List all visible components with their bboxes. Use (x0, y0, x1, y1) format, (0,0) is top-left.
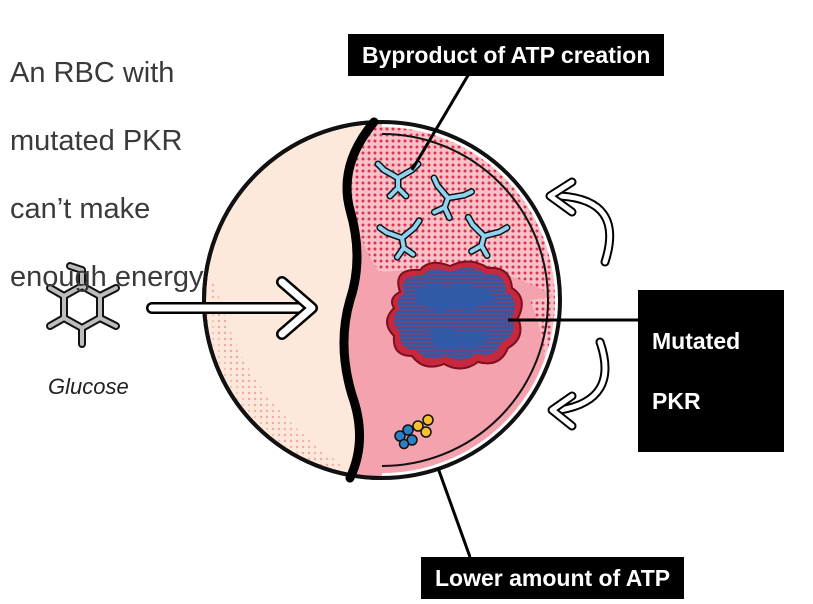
atp-molecule (394, 414, 434, 450)
mutated-pkr-label: Mutated PKR (638, 290, 784, 452)
caption-line-2: mutated PKR (10, 125, 183, 157)
glucose-arrow (146, 276, 318, 340)
lower-atp-label: Lower amount of ATP (421, 557, 685, 599)
leader-lines (410, 71, 638, 558)
glucose-molecule-icon (46, 262, 120, 348)
diagram-caption: An RBC with mutated PKR can’t make enoug… (10, 22, 204, 328)
mutated-pkr-label-line-1: Mutated (652, 328, 741, 354)
mutated-pkr-blob (386, 260, 523, 370)
rotation-arrow-bottom (547, 337, 610, 431)
glucose-label: Glucose (48, 374, 129, 399)
byproduct-label: Byproduct of ATP creation (348, 34, 665, 76)
rbc-cell (202, 117, 565, 483)
caption-line-4: enough energy (10, 261, 204, 293)
caption-line-1: An RBC with (10, 57, 175, 89)
mutated-pkr-label-line-2: PKR (652, 388, 701, 414)
membrane-cut (339, 117, 379, 483)
rotation-arrow-top (545, 177, 615, 267)
caption-line-3: can’t make (10, 193, 151, 225)
byproduct-molecules (374, 160, 511, 261)
